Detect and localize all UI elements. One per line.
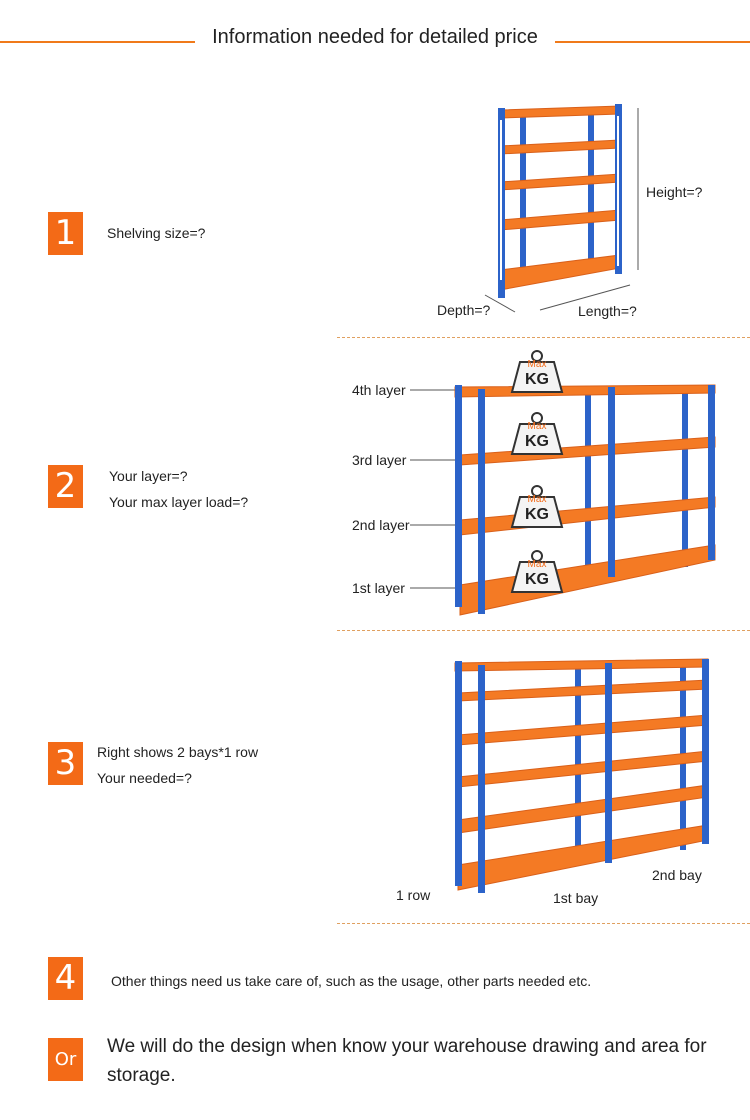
title-line-left — [0, 41, 195, 43]
layer-label-3: 3rd layer — [352, 452, 407, 468]
weight-max-2: Max — [527, 421, 547, 432]
divider — [337, 337, 750, 338]
title-line-right — [555, 41, 750, 43]
step-number-3: 3 — [48, 742, 83, 785]
shelving-unit-figure — [484, 104, 639, 313]
bay2-label: 2nd bay — [652, 867, 702, 883]
weight-max-3: Max — [527, 494, 547, 505]
weight-max-1: Max — [527, 359, 547, 370]
weight-kg-3: KG — [525, 506, 549, 523]
length-label: Length=? — [578, 303, 637, 319]
row-label: 1 row — [396, 887, 431, 903]
depth-label: Depth=? — [437, 302, 491, 318]
weight-kg-1: KG — [525, 371, 549, 388]
step3-text-1: Right shows 2 bays*1 row — [97, 744, 259, 760]
bay1-label: 1st bay — [553, 890, 599, 906]
weight-kg-2: KG — [525, 433, 549, 450]
weight-icons — [510, 350, 564, 593]
step-number-2: 2 — [48, 465, 83, 508]
page-title: Information needed for detailed price — [212, 26, 538, 48]
layer-label-2: 2nd layer — [352, 517, 410, 533]
layer-label-1: 1st layer — [352, 580, 405, 596]
layer-label-4: 4th layer — [352, 382, 406, 398]
step2-text-2: Your max layer load=? — [109, 494, 249, 510]
layer-shelving-figure — [410, 350, 716, 616]
two-bay-shelving-figure — [454, 658, 709, 893]
step2-text-1: Your layer=? — [109, 468, 188, 484]
step1-text: Shelving size=? — [107, 225, 206, 241]
weight-max-4: Max — [527, 559, 547, 570]
or-text-2: storage. — [107, 1065, 176, 1086]
step-number-4: 4 — [48, 957, 83, 1000]
height-label: Height=? — [646, 184, 703, 200]
step-number-1: 1 — [48, 212, 83, 255]
or-badge: Or — [48, 1038, 83, 1081]
step4-text: Other things need us take care of, such … — [111, 973, 592, 989]
step3-text-2: Your needed=? — [97, 770, 192, 786]
divider — [337, 923, 750, 924]
or-text-1: We will do the design when know your war… — [107, 1036, 707, 1057]
divider — [337, 630, 750, 631]
weight-kg-4: KG — [525, 571, 549, 588]
